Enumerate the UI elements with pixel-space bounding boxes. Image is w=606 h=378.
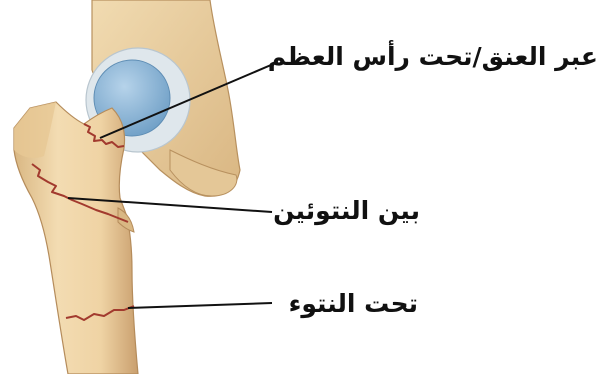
- label-transcervical-subcapital: عبر العنق/تحت رأس العظم: [268, 44, 598, 69]
- label-intertrochanteric: بين النتوئين: [273, 198, 420, 223]
- leader-line-3: [128, 303, 272, 308]
- label-subtrochanteric: تحت النتوء: [289, 291, 418, 316]
